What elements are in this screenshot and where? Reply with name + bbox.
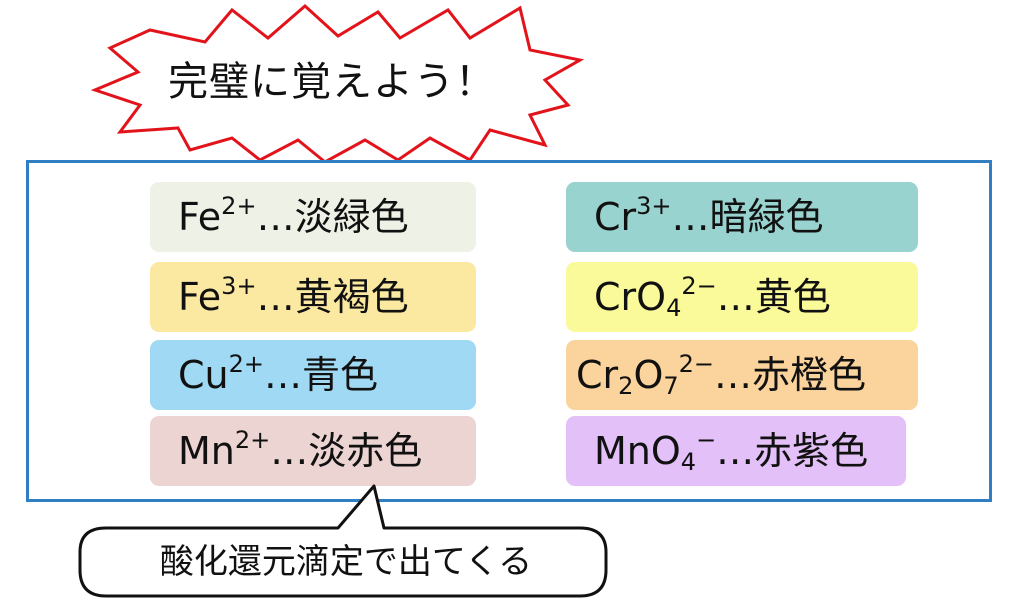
ion-chip-fe3: Fe3+…黄褐色: [150, 262, 476, 332]
ion-chip-mno4: MnO4−…赤紫色: [566, 416, 906, 486]
ion-chip-cu2: Cu2+…青色: [150, 340, 476, 410]
ion-chip-cr3: Cr3+…暗緑色: [566, 182, 918, 252]
ion-chip-mn2: Mn2+…淡赤色: [150, 416, 476, 486]
headline: 完璧に覚えよう！: [168, 59, 496, 105]
ion-chip-cr2o7: Cr2O72−…赤橙色: [566, 340, 918, 410]
note-text: 酸化還元滴定で出てくる: [159, 542, 533, 582]
ion-chip-fe2: Fe2+…淡緑色: [150, 182, 476, 252]
ion-chip-cro4: CrO42−…黄色: [566, 262, 918, 332]
